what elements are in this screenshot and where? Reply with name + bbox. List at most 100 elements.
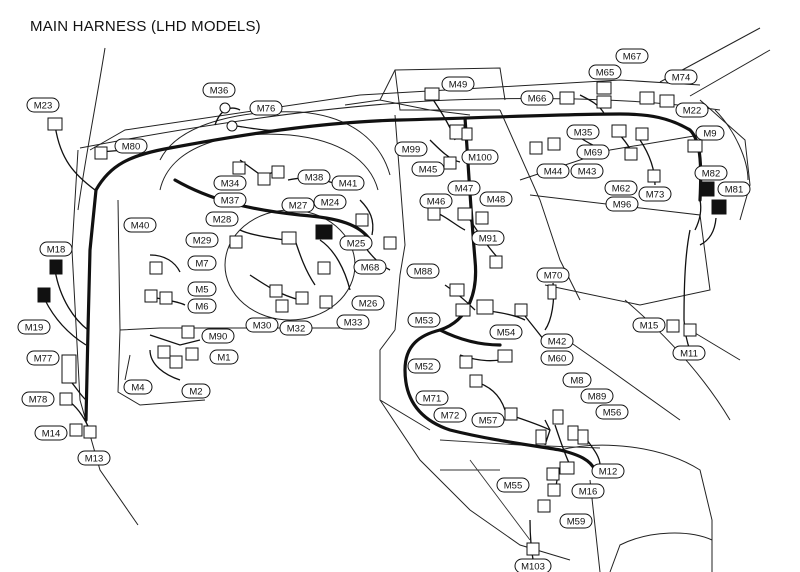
label-m44: M44 [536, 163, 570, 179]
vehicle-outline [71, 27, 771, 572]
svg-text:M71: M71 [423, 394, 441, 405]
label-m30: M30 [245, 317, 279, 333]
svg-text:M45: M45 [419, 165, 437, 176]
label-m25: M25 [339, 235, 373, 251]
label-m67: M67 [615, 48, 649, 64]
svg-text:M14: M14 [42, 429, 60, 440]
svg-text:M47: M47 [455, 184, 473, 195]
connector-m44 [529, 141, 543, 155]
connector-m59 [537, 499, 551, 513]
svg-text:M67: M67 [623, 52, 641, 63]
svg-text:M40: M40 [131, 221, 149, 232]
connector-m1 [185, 347, 199, 361]
svg-text:M80: M80 [122, 142, 140, 153]
svg-text:M15: M15 [640, 321, 658, 332]
svg-text:M26: M26 [359, 299, 377, 310]
connector-m47 [457, 207, 473, 221]
svg-text:M5: M5 [195, 285, 208, 296]
connector-m37 [257, 172, 271, 186]
svg-text:M48: M48 [487, 195, 505, 206]
connector-m11 [683, 323, 697, 337]
label-m82: M82 [694, 165, 728, 181]
svg-text:M91: M91 [479, 234, 497, 245]
connector-m77 [61, 354, 77, 384]
label-m80: M80 [114, 138, 148, 154]
connector-m27 [281, 231, 297, 245]
connector-m54 [476, 299, 494, 315]
label-m65: M65 [588, 64, 622, 80]
label-m28: M28 [205, 211, 239, 227]
svg-text:M99: M99 [402, 145, 420, 156]
svg-text:M100: M100 [468, 153, 492, 164]
svg-text:M81: M81 [725, 185, 743, 196]
connector-m28 [229, 235, 243, 249]
svg-text:M43: M43 [578, 167, 596, 178]
connector-m89 [567, 425, 579, 441]
label-m15: M15 [632, 317, 666, 333]
label-m34: M34 [213, 175, 247, 191]
label-m45: M45 [411, 161, 445, 177]
svg-text:M18: M18 [47, 245, 65, 256]
svg-text:M59: M59 [567, 517, 585, 528]
label-m59: M59 [559, 513, 593, 529]
label-m54: M54 [489, 324, 523, 340]
label-m99: M99 [394, 141, 428, 157]
label-m72: M72 [433, 407, 467, 423]
branch-wires [44, 94, 717, 566]
svg-text:M53: M53 [415, 316, 433, 327]
label-m88: M88 [406, 263, 440, 279]
svg-text:M73: M73 [646, 190, 664, 201]
connector-m88 [449, 283, 465, 297]
svg-text:M27: M27 [289, 201, 307, 212]
connector-m48 [475, 211, 489, 225]
connector-m76 [226, 120, 238, 132]
label-m49: M49 [441, 76, 475, 92]
label-m56: M56 [595, 404, 629, 420]
connector-m9 [687, 139, 703, 153]
connector-m30 [275, 299, 289, 313]
svg-text:M2: M2 [189, 387, 202, 398]
svg-text:M30: M30 [253, 321, 271, 332]
label-m35: M35 [566, 124, 600, 140]
label-m74: M74 [664, 69, 698, 85]
svg-text:M77: M77 [34, 354, 52, 365]
connector-m90 [181, 325, 195, 339]
label-m78: M78 [21, 391, 55, 407]
label-m7: M7 [187, 255, 217, 271]
connector-m6 [159, 291, 173, 305]
label-m11: M11 [672, 345, 706, 361]
connector-m5 [144, 289, 158, 303]
label-m4: M4 [123, 379, 153, 395]
connector-m36 [219, 102, 231, 114]
svg-text:M57: M57 [479, 416, 497, 427]
label-m71: M71 [415, 390, 449, 406]
label-m38: M38 [297, 169, 331, 185]
svg-text:M88: M88 [414, 267, 432, 278]
connector-m24 [315, 224, 333, 240]
label-m19: M19 [17, 319, 51, 335]
label-m36: M36 [202, 82, 236, 98]
svg-text:M46: M46 [427, 197, 445, 208]
label-m8: M8 [562, 372, 592, 388]
svg-text:M25: M25 [347, 239, 365, 250]
connector-m15 [666, 319, 680, 333]
label-m52: M52 [407, 358, 441, 374]
connector-m69-a [635, 127, 649, 141]
svg-text:M60: M60 [548, 354, 566, 365]
svg-text:M6: M6 [195, 302, 208, 313]
label-m62: M62 [604, 180, 638, 196]
svg-text:M1: M1 [217, 353, 230, 364]
svg-text:M72: M72 [441, 411, 459, 422]
connector-m8 [552, 409, 564, 425]
label-m5: M5 [187, 281, 217, 297]
svg-text:M34: M34 [221, 179, 239, 190]
label-m68: M68 [353, 259, 387, 275]
label-m29: M29 [185, 232, 219, 248]
connector-m67 [596, 95, 612, 109]
connector-m38 [271, 165, 285, 179]
connector-m43 [547, 137, 561, 151]
svg-text:M7: M7 [195, 259, 208, 270]
connector-m35 [611, 124, 627, 138]
connector-m71 [469, 374, 483, 388]
